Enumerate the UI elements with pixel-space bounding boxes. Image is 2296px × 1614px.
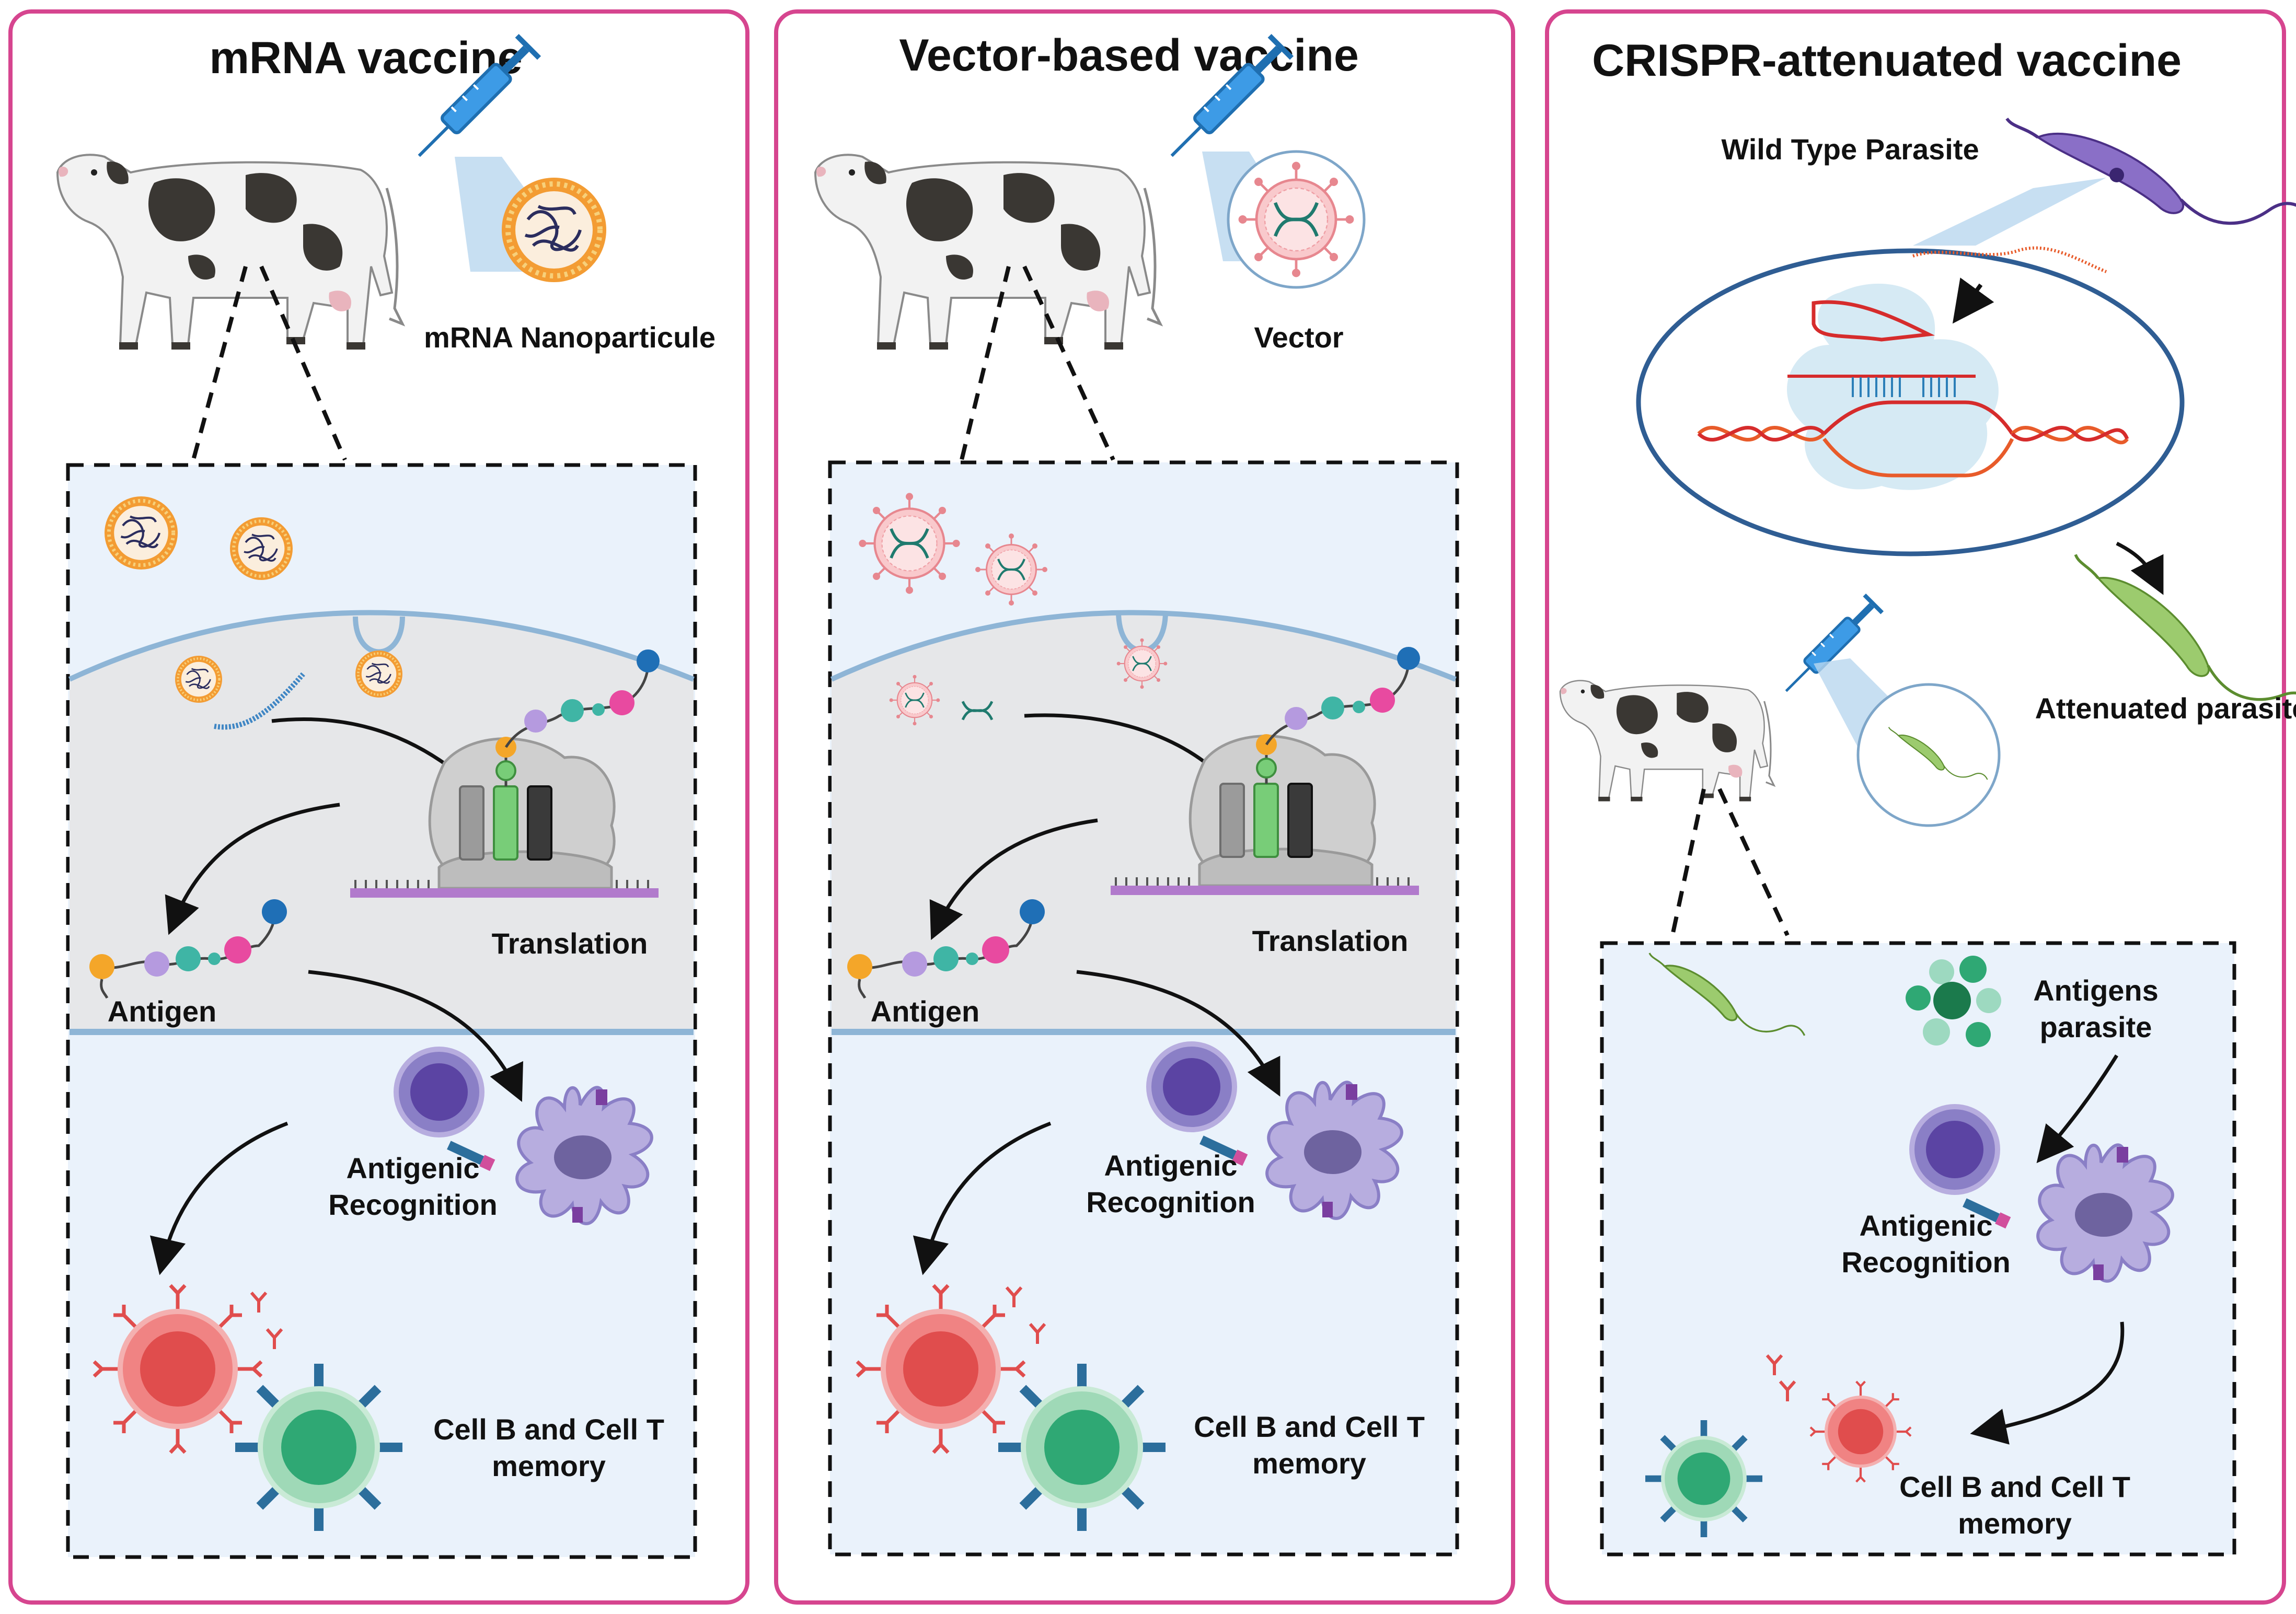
antigens-label-2: parasite	[2040, 1011, 2152, 1043]
memory-label-2: memory	[492, 1449, 606, 1482]
recognition-label-2: Recognition	[328, 1188, 498, 1221]
zoom-cone	[1913, 178, 2106, 246]
attenuated-label: Attenuated parasite	[2035, 692, 2296, 725]
particle-label: Vector	[1254, 321, 1343, 354]
antigens-label-1: Antigens	[2033, 974, 2159, 1007]
released-vector-icon	[889, 674, 941, 726]
memory-label-1: Cell B and Cell T	[1899, 1470, 2130, 1503]
panel-title: Vector-based vaccine	[899, 30, 1359, 80]
memory-label-1: Cell B and Cell T	[1194, 1410, 1425, 1443]
panel-vector: Vector-based vaccine Vector Translation …	[774, 9, 1515, 1605]
memory-label-2: memory	[1958, 1507, 2072, 1540]
guide-rna-icon	[1912, 246, 2107, 273]
endocytosed-vector-icon	[1116, 637, 1168, 690]
translation-label: Translation	[1252, 924, 1409, 957]
particle-label: mRNA Nanoparticule	[424, 321, 716, 354]
memory-label-1: Cell B and Cell T	[433, 1413, 664, 1446]
t-cell-icon	[1645, 1420, 1762, 1537]
vector-particle-icon	[859, 493, 960, 594]
cell-membrane	[830, 610, 1457, 682]
translation-label: Translation	[492, 927, 648, 960]
vector-particle-icon	[974, 532, 1048, 607]
recognition-label-1: Antigenic	[1104, 1149, 1237, 1182]
nanoparticle-icon	[230, 517, 293, 580]
released-nanoparticle-icon	[175, 656, 222, 703]
recognition-label-1: Antigenic	[346, 1152, 479, 1185]
mrna-nanoparticle-icon	[502, 178, 606, 282]
panel-title: CRISPR-attenuated vaccine	[1592, 36, 2182, 86]
endocytosed-nanoparticle-icon	[355, 651, 402, 698]
mrna-strand-icon	[214, 672, 305, 730]
vector-icon	[1239, 162, 1354, 277]
wild-type-label: Wild Type Parasite	[1721, 133, 1979, 166]
panel-mrna: mRNA vaccine mRNA Nanoparticule Translat…	[8, 9, 749, 1605]
recognition-label-2: Recognition	[1841, 1246, 2011, 1279]
t-cell-icon	[235, 1364, 402, 1531]
panel-title: mRNA vaccine	[209, 33, 522, 83]
antigen-label: Antigen	[108, 995, 216, 1028]
panel-crispr: CRISPR-attenuated vaccine Wild Type Para…	[1545, 9, 2296, 1605]
sgrna-icon	[1812, 300, 1935, 342]
nanoparticle-icon	[105, 496, 178, 570]
memory-label-2: memory	[1252, 1447, 1366, 1480]
recognition-label-1: Antigenic	[1859, 1209, 1992, 1242]
antigen-label: Antigen	[871, 995, 979, 1028]
recognition-label-2: Recognition	[1086, 1186, 1255, 1218]
t-cell-icon	[998, 1364, 1166, 1531]
cell-membrane	[68, 610, 695, 682]
